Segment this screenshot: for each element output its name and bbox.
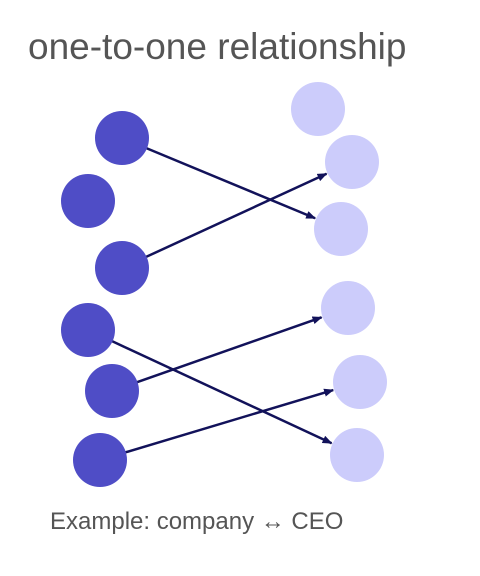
- left-node-5: [85, 364, 139, 418]
- arrows-layer: [110, 146, 335, 455]
- mapping-arrow-1: [144, 146, 317, 220]
- left-node-1: [95, 111, 149, 165]
- left-node-4: [61, 303, 115, 357]
- right-node-1: [291, 82, 345, 136]
- left-node-6: [73, 433, 127, 487]
- diagram-title: one-to-one relationship: [28, 26, 407, 67]
- right-node-2: [325, 135, 379, 189]
- mapping-arrow-3: [110, 339, 333, 445]
- left-node-2: [61, 174, 115, 228]
- right-node-6: [330, 428, 384, 482]
- mapping-arrow-5: [123, 388, 335, 455]
- mapping-arrow-2: [144, 172, 328, 259]
- mapping-arrow-4: [135, 316, 323, 384]
- left-node-3: [95, 241, 149, 295]
- example-caption: Example: company ↔ CEO: [50, 508, 344, 535]
- right-node-5: [333, 355, 387, 409]
- right-node-3: [314, 202, 368, 256]
- nodes-layer: [61, 82, 387, 487]
- right-node-4: [321, 281, 375, 335]
